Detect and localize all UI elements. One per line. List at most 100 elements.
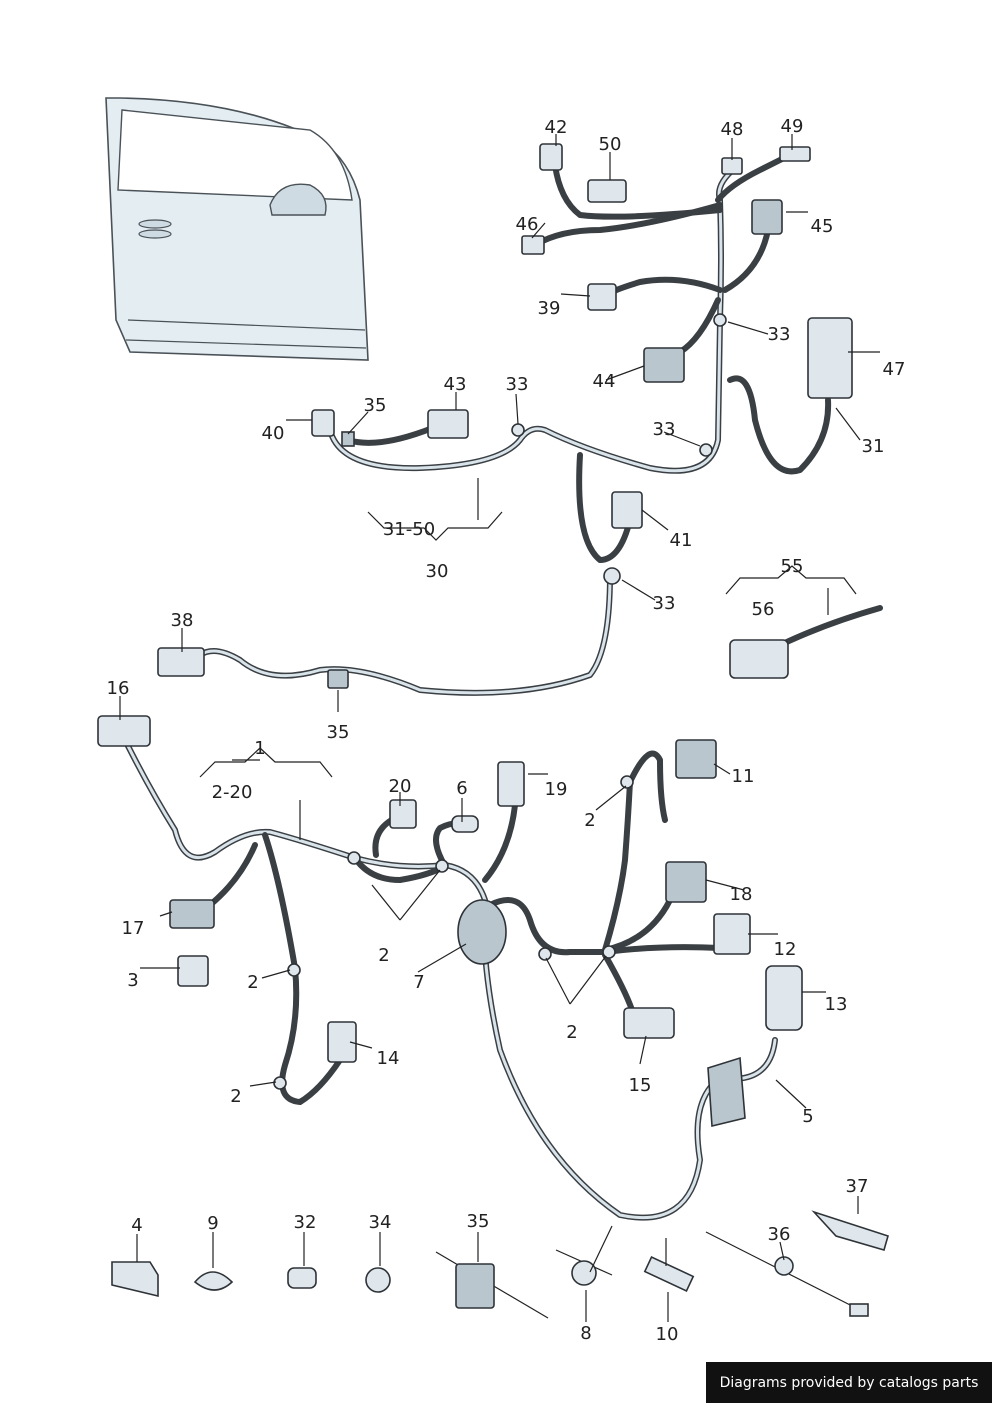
label-32: 32 xyxy=(294,1212,317,1233)
label-33-b: 33 xyxy=(768,324,791,345)
part-labels: 42 50 48 49 46 45 39 33 44 47 43 33 35 4… xyxy=(107,116,906,1345)
label-33-d: 33 xyxy=(653,593,676,614)
clip-2-f xyxy=(602,945,616,959)
connector-16 xyxy=(97,715,151,747)
clip-4 xyxy=(111,1261,159,1298)
label-35-c: 35 xyxy=(467,1211,490,1232)
connector-40 xyxy=(311,409,335,437)
label-33-a: 33 xyxy=(506,374,529,395)
cap-6 xyxy=(451,815,479,833)
label-11: 11 xyxy=(732,766,755,787)
connector-45 xyxy=(751,199,783,235)
label-2-ef: 2 xyxy=(566,1022,577,1043)
label-2-g: 2 xyxy=(584,810,595,831)
clip-8 xyxy=(571,1260,597,1286)
connector-47 xyxy=(807,317,853,399)
label-37: 37 xyxy=(846,1176,869,1197)
label-9: 9 xyxy=(207,1213,218,1234)
label-15: 15 xyxy=(629,1075,652,1096)
boot-5 xyxy=(707,1056,746,1128)
label-50: 50 xyxy=(599,134,622,155)
label-46: 46 xyxy=(516,214,539,235)
label-34: 34 xyxy=(369,1212,392,1233)
label-13: 13 xyxy=(825,994,848,1015)
connector-18 xyxy=(665,861,707,903)
clip-9 xyxy=(193,1271,234,1291)
connector-12 xyxy=(713,913,751,955)
label-31-50: 31-50 xyxy=(383,519,435,540)
main-harness xyxy=(122,737,778,1221)
cable-tie-36 xyxy=(774,1256,794,1276)
label-19: 19 xyxy=(545,779,568,800)
grommet-33-a xyxy=(511,423,525,437)
label-20: 20 xyxy=(389,776,412,797)
label-38: 38 xyxy=(171,610,194,631)
bracket-3 xyxy=(177,955,209,987)
clip-32 xyxy=(287,1267,317,1289)
leader-lines xyxy=(119,134,880,1322)
connector-15 xyxy=(623,1007,675,1039)
label-2-d: 2 xyxy=(230,1086,241,1107)
label-17: 17 xyxy=(122,918,145,939)
connector-19 xyxy=(497,761,525,807)
connector-20 xyxy=(389,799,417,829)
bracket-37 xyxy=(811,1210,889,1251)
label-1: 1 xyxy=(254,738,265,759)
clip-35-lower xyxy=(327,669,349,689)
connector-14 xyxy=(327,1021,357,1063)
label-8: 8 xyxy=(580,1323,591,1344)
clip-34 xyxy=(365,1267,391,1293)
label-35-b: 35 xyxy=(327,722,350,743)
clip-10 xyxy=(643,1255,695,1293)
label-56: 56 xyxy=(752,599,775,620)
clip-2-d xyxy=(273,1076,287,1090)
upper-harness xyxy=(197,152,832,696)
label-2-20: 2-20 xyxy=(212,782,253,803)
label-33-c: 33 xyxy=(653,419,676,440)
connector-11 xyxy=(675,739,717,779)
harness-55 xyxy=(729,605,883,679)
grommet-33-c xyxy=(699,443,713,457)
connector-48 xyxy=(721,157,743,175)
label-10: 10 xyxy=(656,1324,679,1345)
connector-17 xyxy=(169,899,215,929)
door-illustration xyxy=(105,97,369,361)
clip-2-e xyxy=(538,947,552,961)
label-35-a: 35 xyxy=(364,395,387,416)
loose-parts xyxy=(111,1210,889,1319)
label-31: 31 xyxy=(862,436,885,457)
label-16: 16 xyxy=(107,678,130,699)
cable-tie-35 xyxy=(455,1263,495,1309)
label-36: 36 xyxy=(768,1224,791,1245)
credit-banner: Diagrams provided by catalogs parts xyxy=(706,1362,992,1403)
label-47: 47 xyxy=(883,359,906,380)
clip-35-upper xyxy=(341,431,355,447)
cable-tie-36-head xyxy=(849,1303,869,1317)
label-43: 43 xyxy=(444,374,467,395)
clip-2-b xyxy=(435,859,449,873)
label-5: 5 xyxy=(802,1106,813,1127)
label-39: 39 xyxy=(538,298,561,319)
connector-44 xyxy=(643,347,685,383)
label-7: 7 xyxy=(413,972,424,993)
label-2-ab: 2 xyxy=(378,945,389,966)
label-41: 41 xyxy=(670,530,693,551)
label-45: 45 xyxy=(811,216,834,237)
connector-50 xyxy=(587,179,627,203)
label-30: 30 xyxy=(426,561,449,582)
connector-46 xyxy=(521,235,545,255)
label-6: 6 xyxy=(456,778,467,799)
lower-connectors xyxy=(97,715,803,1128)
label-12: 12 xyxy=(774,939,797,960)
connector-39 xyxy=(587,283,617,311)
connector-43 xyxy=(427,409,469,439)
clip-2-a xyxy=(347,851,361,865)
label-18: 18 xyxy=(730,884,753,905)
label-55: 55 xyxy=(781,556,804,577)
label-42: 42 xyxy=(545,117,568,138)
connector-13 xyxy=(765,965,803,1031)
label-14: 14 xyxy=(377,1048,400,1069)
label-44: 44 xyxy=(593,371,616,392)
connector-41 xyxy=(611,491,643,529)
label-2-c: 2 xyxy=(247,972,258,993)
